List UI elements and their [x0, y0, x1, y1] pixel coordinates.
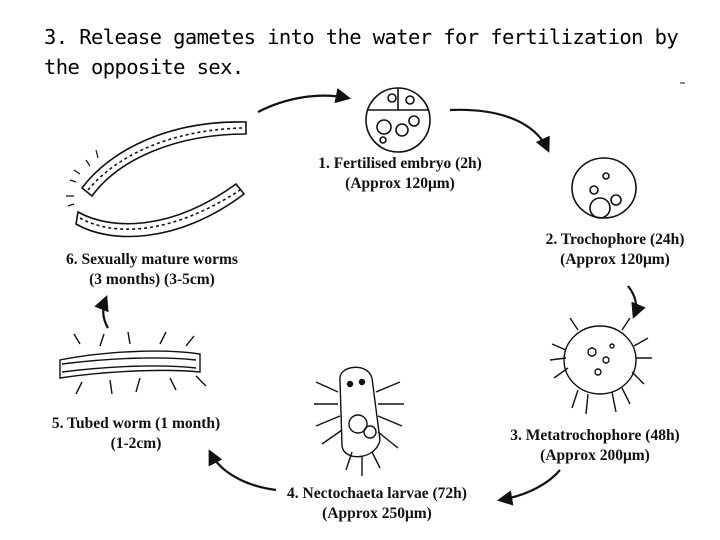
metatrochophore-illustration	[549, 317, 652, 415]
stray-mark	[680, 82, 685, 84]
mature-worms-illustration	[66, 121, 247, 238]
arrow-3-to-4	[496, 469, 561, 506]
stage-6-label: 6. Sexually mature worms (3 months) (3-5…	[52, 250, 252, 290]
stage-5-name: 5. Tubed worm (1 month)	[51, 415, 221, 432]
arrow-6-to-1	[257, 88, 352, 113]
slide-heading: 3. Release gametes into the water for fe…	[44, 22, 684, 82]
stage-3-label: 3. Metatrochophore (48h) (Approx 200μm)	[490, 426, 700, 466]
stage-3-name: 3. Metatrochophore (48h)	[510, 427, 680, 444]
tubed-worm-illustration	[59, 331, 207, 395]
stage-5-label: 5. Tubed worm (1 month) (1-2cm)	[36, 414, 236, 454]
fertilised-embryo-illustration	[365, 87, 431, 153]
trochophore-illustration	[571, 157, 637, 219]
stage-2-label: 2. Trochophore (24h) (Approx 120μm)	[520, 230, 710, 270]
heading-line-2: the opposite sex.	[44, 55, 244, 79]
stage-2-size: (Approx 120μm)	[560, 251, 670, 268]
stage-3-size: (Approx 200μm)	[540, 447, 650, 464]
stage-2-name: 2. Trochophore (24h)	[545, 231, 685, 248]
heading-line-1: 3. Release gametes into the water for fe…	[44, 25, 679, 49]
stage-5-size: (1-2cm)	[110, 435, 162, 452]
stage-4-name: 4. Nectochaeta larvae (72h)	[287, 485, 467, 502]
stage-4-size: (Approx 250μm)	[322, 505, 432, 522]
arrow-1-to-2	[449, 108, 550, 153]
arrow-4-to-5	[208, 449, 277, 492]
stage-1-label: 1. Fertilised embryo (2h) (Approx 120μm)	[300, 154, 500, 194]
stage-6-size: (3 months) (3-5cm)	[89, 271, 215, 288]
stage-6-name: 6. Sexually mature worms	[66, 251, 238, 268]
stage-1-name: 1. Fertilised embryo (2h)	[318, 155, 482, 172]
arrow-5-to-6	[94, 295, 109, 329]
nectochaeta-illustration	[314, 366, 404, 476]
stage-1-size: (Approx 120μm)	[345, 175, 455, 192]
stage-4-label: 4. Nectochaeta larvae (72h) (Approx 250μ…	[272, 484, 482, 524]
arrow-2-to-3	[627, 285, 646, 319]
